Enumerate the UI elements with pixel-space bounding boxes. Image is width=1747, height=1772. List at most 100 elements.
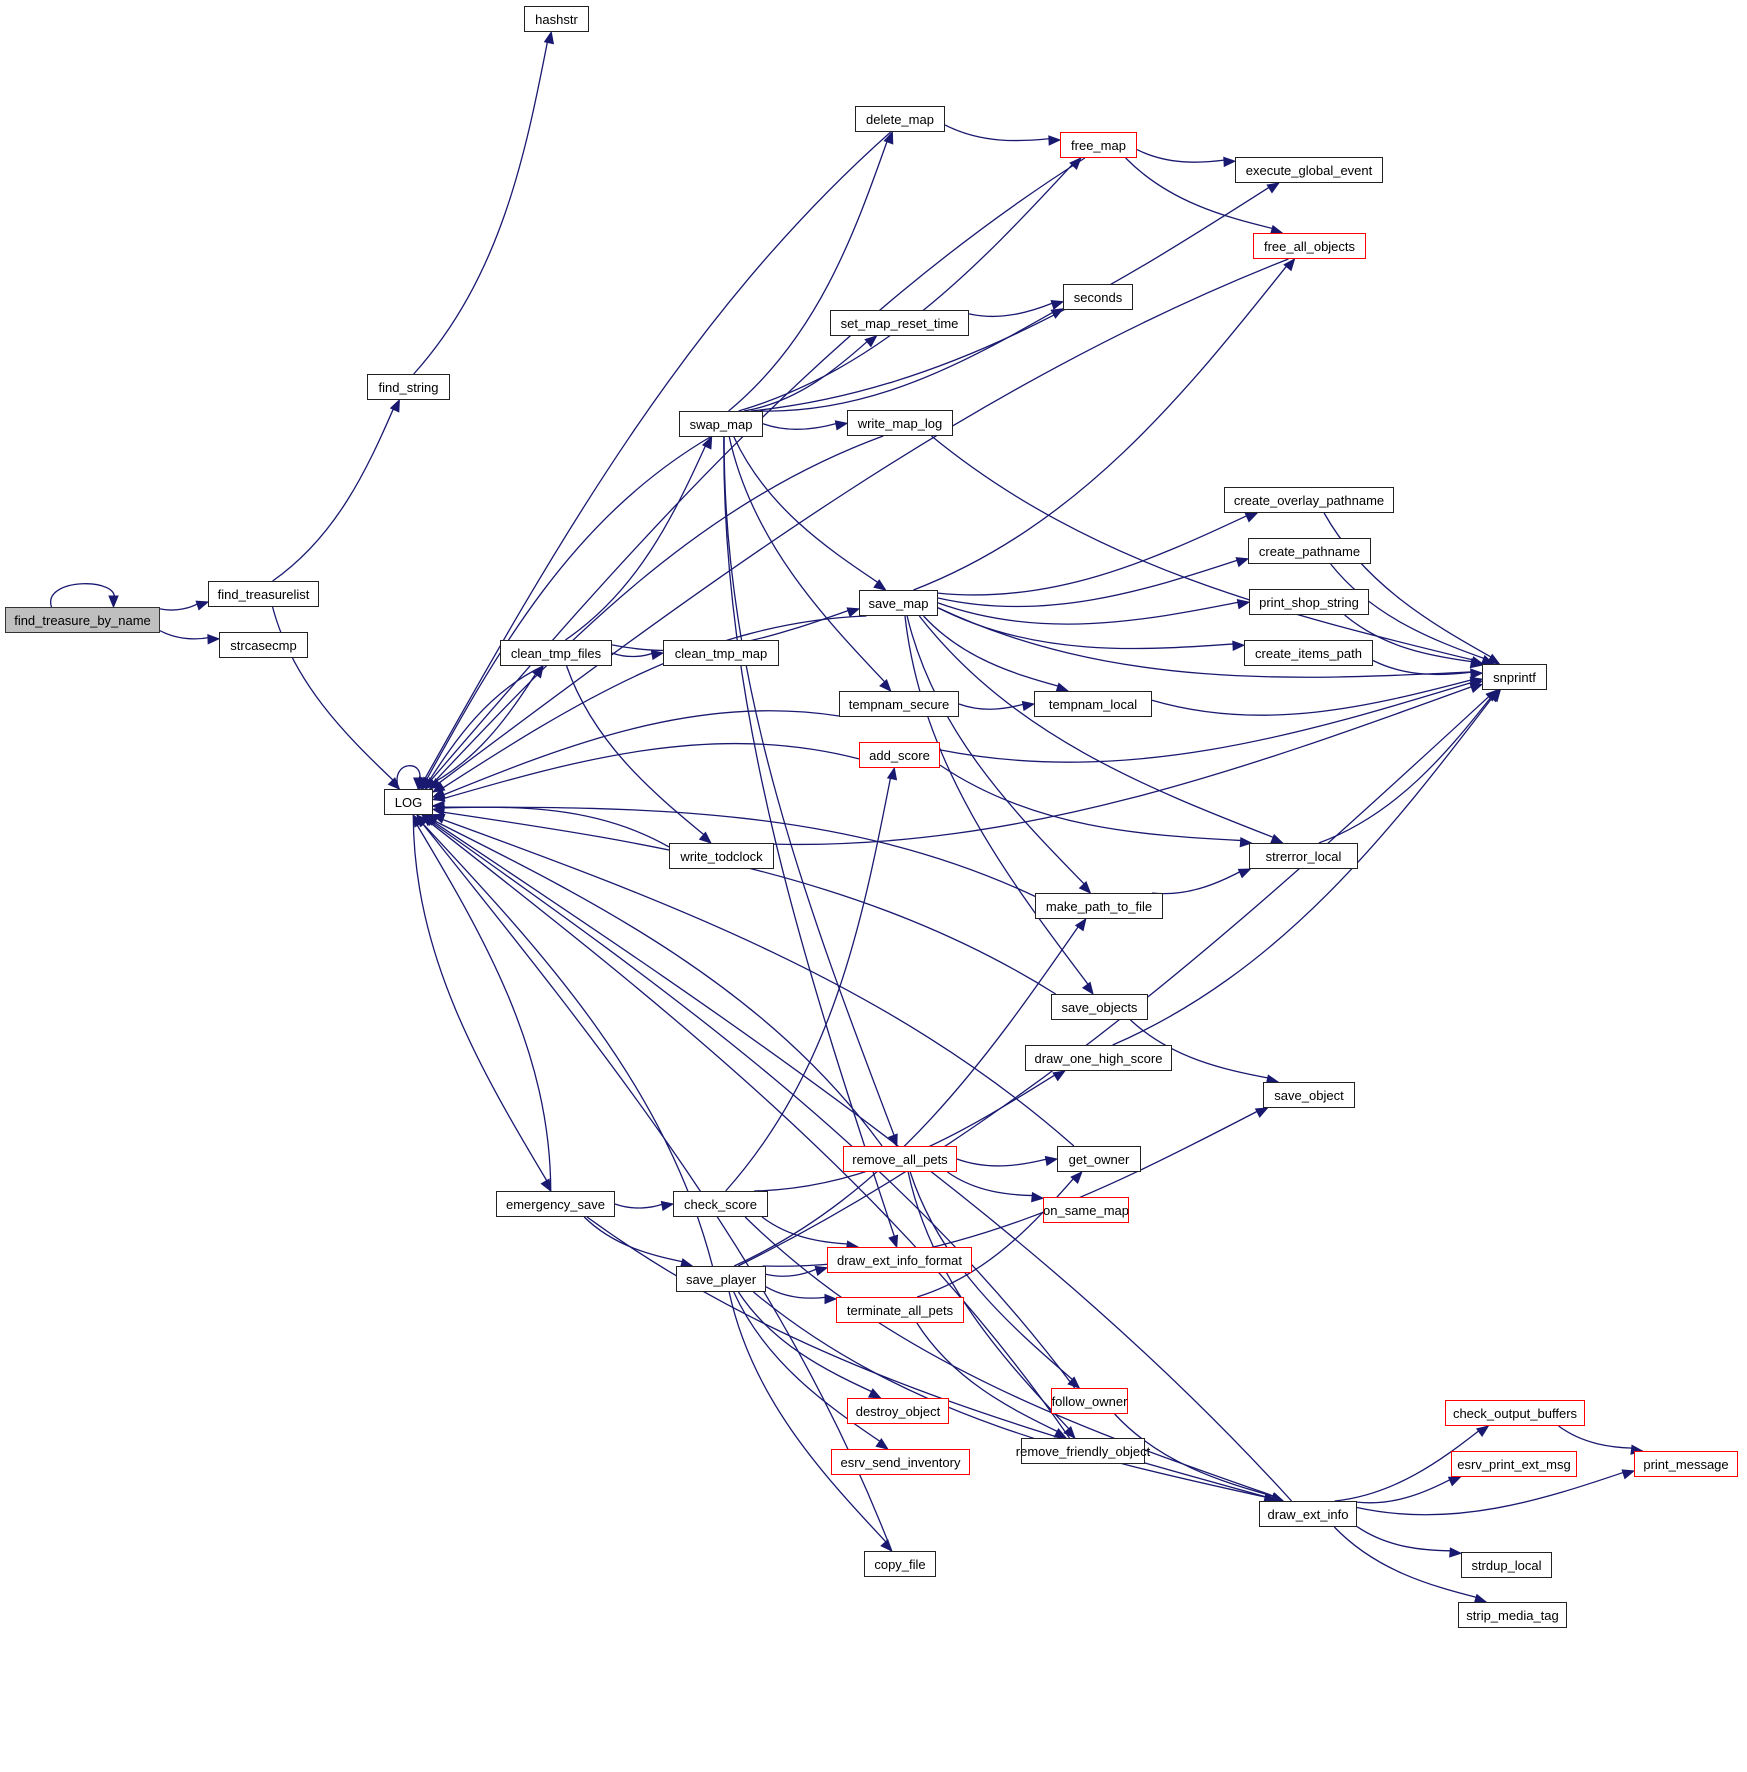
node-draw-ext-info[interactable]: draw_ext_info: [1259, 1501, 1357, 1527]
edge-line: [432, 435, 884, 784]
arrowhead-icon: [540, 1178, 552, 1193]
edge-remove-all-pets-to-get-owner: [956, 1155, 1059, 1167]
node-strdup-local[interactable]: strdup_local: [1461, 1552, 1552, 1578]
node-destroy-object[interactable]: destroy_object: [847, 1398, 949, 1424]
node-save-objects[interactable]: save_objects: [1051, 994, 1148, 1020]
node-swap-map[interactable]: swap_map: [679, 411, 763, 437]
edge-find-treasure-by-name-to-find-treasure-by-name: [50, 583, 119, 609]
arrowhead-icon: [864, 335, 878, 348]
node-create-overlay-pathname[interactable]: create_overlay_pathname: [1224, 487, 1394, 513]
node-LOG[interactable]: LOG: [384, 789, 433, 815]
edge-line: [759, 311, 1054, 412]
node-find-treasurelist[interactable]: find_treasurelist: [208, 581, 319, 607]
node-remove-friendly-object[interactable]: remove_friendly_object: [1016, 1438, 1150, 1464]
arrowhead-icon: [650, 649, 665, 661]
arrowhead-icon: [1244, 512, 1259, 523]
node-set-map-reset-time[interactable]: set_map_reset_time: [830, 310, 969, 336]
edge-line: [728, 1291, 887, 1543]
edge-line: [50, 583, 115, 608]
node-save-map[interactable]: save_map: [859, 590, 938, 616]
node-esrv-send-inventory[interactable]: esrv_send_inventory: [831, 1449, 970, 1475]
arrowhead-icon: [834, 420, 849, 431]
node-tempnam-secure[interactable]: tempnam_secure: [839, 691, 959, 717]
arrowhead-icon: [875, 1438, 889, 1450]
node-make-path-to-file[interactable]: make_path_to_file: [1035, 893, 1163, 919]
node-check-score[interactable]: check_score: [673, 1191, 768, 1217]
node-free-map[interactable]: free_map: [1060, 132, 1137, 158]
node-terminate-all-pets[interactable]: terminate_all_pets: [836, 1297, 964, 1323]
node-tempnam-local[interactable]: tempnam_local: [1034, 691, 1152, 717]
node-seconds[interactable]: seconds: [1063, 284, 1133, 310]
edge-line: [765, 1286, 827, 1299]
edge-line: [725, 777, 892, 1192]
node-delete-map[interactable]: delete_map: [855, 106, 945, 132]
node-free-all-objects[interactable]: free_all_objects: [1253, 233, 1366, 259]
node-write-todclock[interactable]: write_todclock: [669, 843, 774, 869]
edge-save-player-to-snprintf: [737, 689, 1499, 1267]
edge-line: [937, 607, 1473, 678]
node-strip-media-tag[interactable]: strip_media_tag: [1458, 1602, 1567, 1628]
edge-line: [918, 615, 1275, 839]
edge-emergency-save-to-save-player: [583, 1216, 694, 1269]
node-emergency-save[interactable]: emergency_save: [496, 1191, 615, 1217]
node-strerror-local[interactable]: strerror_local: [1249, 843, 1358, 869]
node-print-message[interactable]: print_message: [1634, 1451, 1738, 1477]
edge-emergency-save-to-check-score: [614, 1200, 675, 1212]
edge-save-player-to-destroy-object: [737, 1291, 882, 1399]
node-follow-owner[interactable]: follow_owner: [1051, 1388, 1128, 1414]
edge-line: [583, 1216, 684, 1263]
edge-line: [937, 559, 1239, 608]
edge-line: [1130, 1019, 1269, 1079]
node-draw-one-high-score[interactable]: draw_one_high_score: [1025, 1045, 1172, 1071]
edge-delete-map-to-free-map: [944, 124, 1062, 146]
edge-line: [430, 821, 1076, 1389]
edge-line: [947, 1171, 1034, 1197]
edge-swap-map-to-execute-global-event: [751, 182, 1281, 412]
edge-line: [968, 302, 1054, 317]
edge-swap-map-to-remove-all-pets: [723, 436, 898, 1148]
arrowhead-icon: [879, 678, 892, 692]
edge-line: [1372, 659, 1473, 676]
arrowhead-icon: [543, 30, 555, 45]
node-add-score[interactable]: add_score: [859, 742, 940, 768]
edge-write-todclock-to-LOG: [431, 800, 670, 848]
node-draw-ext-info-format[interactable]: draw_ext_info_format: [827, 1247, 972, 1273]
edge-line: [1344, 614, 1473, 663]
arrowhead-icon: [1235, 557, 1250, 568]
node-create-pathname[interactable]: create_pathname: [1248, 538, 1371, 564]
node-create-items-path[interactable]: create_items_path: [1244, 640, 1373, 666]
node-save-player[interactable]: save_player: [676, 1266, 766, 1292]
edge-save-map-to-create-pathname: [937, 557, 1250, 608]
edge-line: [423, 131, 892, 782]
edge-line: [421, 672, 537, 790]
node-print-shop-string[interactable]: print_shop_string: [1249, 589, 1369, 615]
node-remove-all-pets[interactable]: remove_all_pets: [843, 1146, 957, 1172]
edge-terminate-all-pets-to-get-owner: [916, 1171, 1083, 1298]
edge-line: [425, 436, 711, 782]
node-copy-file[interactable]: copy_file: [864, 1551, 936, 1577]
edge-line: [904, 615, 1090, 986]
node-clean-tmp-files[interactable]: clean_tmp_files: [500, 640, 612, 666]
node-check-output-buffers[interactable]: check_output_buffers: [1445, 1400, 1585, 1426]
arrowhead-icon: [701, 435, 713, 450]
node-esrv-print-ext-msg[interactable]: esrv_print_ext_msg: [1451, 1451, 1577, 1477]
node-strcasecmp[interactable]: strcasecmp: [219, 632, 308, 658]
node-find-string[interactable]: find_string: [367, 374, 450, 400]
node-write-map-log[interactable]: write_map_log: [847, 410, 953, 436]
node-on-same-map[interactable]: on_same_map: [1043, 1197, 1129, 1223]
node-get-owner[interactable]: get_owner: [1057, 1146, 1141, 1172]
arrowhead-icon: [1050, 308, 1065, 319]
node-execute-global-event[interactable]: execute_global_event: [1235, 157, 1383, 183]
edge-check-score-to-draw-ext-info: [744, 1216, 1285, 1503]
node-snprintf[interactable]: snprintf: [1482, 664, 1547, 690]
edge-line: [754, 1074, 1056, 1192]
node-hashstr[interactable]: hashstr: [524, 6, 589, 32]
edge-get-owner-to-LOG: [431, 813, 1075, 1147]
node-save-object[interactable]: save_object: [1263, 1082, 1355, 1108]
edge-clean-tmp-files-to-clean-tmp-map: [611, 649, 665, 661]
edge-follow-owner-to-LOG: [422, 814, 1076, 1389]
node-clean-tmp-map[interactable]: clean_tmp_map: [663, 640, 779, 666]
edge-line: [416, 824, 552, 1192]
edge-line: [937, 607, 1235, 650]
edge-check-output-buffers-to-print-message: [1558, 1425, 1644, 1455]
